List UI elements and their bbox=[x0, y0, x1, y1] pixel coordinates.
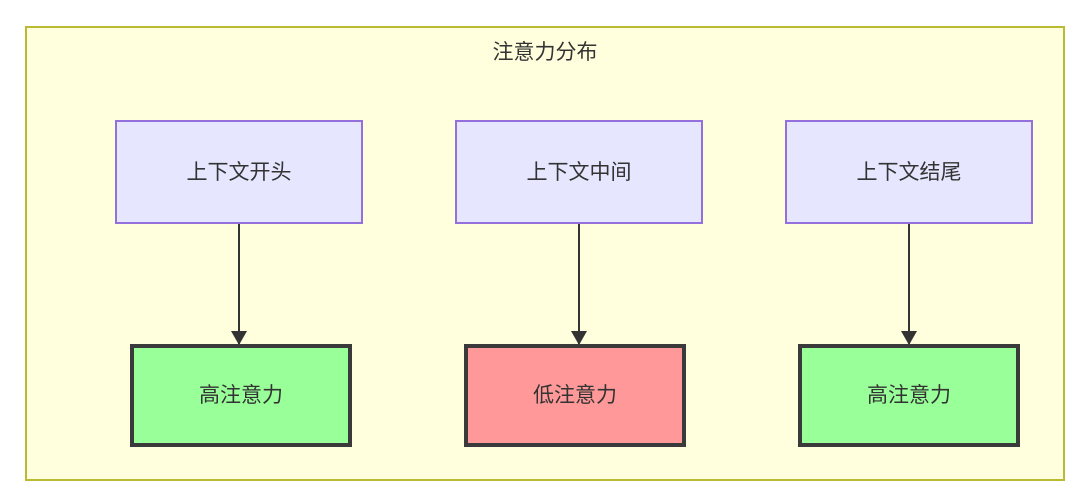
node-label: 上下文中间 bbox=[526, 160, 632, 184]
arrow-shaft bbox=[238, 224, 240, 344]
node-label: 高注意力 bbox=[867, 384, 951, 407]
node-high-attention-end[interactable]: 高注意力 bbox=[798, 344, 1020, 447]
node-label: 高注意力 bbox=[199, 384, 283, 407]
arrowhead-icon bbox=[571, 331, 587, 345]
node-high-attention-beginning[interactable]: 高注意力 bbox=[130, 344, 352, 447]
arrow-shaft bbox=[578, 224, 580, 344]
node-low-attention-middle[interactable]: 低注意力 bbox=[464, 344, 686, 447]
node-context-end[interactable]: 上下文结尾 bbox=[785, 120, 1033, 224]
node-context-middle[interactable]: 上下文中间 bbox=[455, 120, 703, 224]
subgraph-title: 注意力分布 bbox=[492, 41, 598, 64]
arrow-middle-to-low-attention bbox=[571, 224, 587, 345]
arrow-end-to-high-attention bbox=[901, 224, 917, 345]
arrow-shaft bbox=[908, 224, 910, 344]
attention-distribution-subgraph: 注意力分布 上下文开头 上下文中间 上下文结尾 高注意力 低 bbox=[25, 26, 1065, 481]
node-label: 低注意力 bbox=[533, 384, 617, 407]
arrowhead-icon bbox=[901, 331, 917, 345]
node-label: 上下文结尾 bbox=[856, 160, 962, 184]
node-label: 上下文开头 bbox=[186, 160, 292, 184]
node-context-beginning[interactable]: 上下文开头 bbox=[115, 120, 363, 224]
arrow-beginning-to-high-attention bbox=[231, 224, 247, 345]
arrowhead-icon bbox=[231, 331, 247, 345]
